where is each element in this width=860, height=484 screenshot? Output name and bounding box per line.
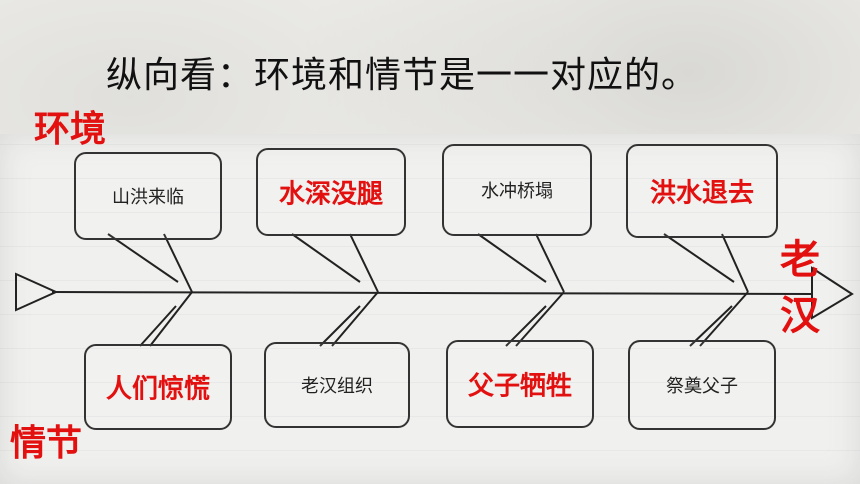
- bone-bottom-1: [139, 291, 193, 347]
- bone-top-1: [107, 233, 193, 293]
- environment-box-3: 水冲桥塌: [442, 144, 592, 236]
- environment-box-text: 山洪来临: [112, 187, 184, 208]
- bone-bottom-2: [319, 291, 379, 347]
- bone-bottom-4: [689, 291, 749, 347]
- environment-box-text: 洪水退去: [649, 178, 754, 209]
- plot-box-text: 父子牺牲: [467, 371, 572, 402]
- spine-tail-arrow: [15, 272, 59, 312]
- environment-box-2: 水深没腿: [256, 148, 406, 236]
- paper-texture: [0, 134, 860, 484]
- environment-box-text: 水冲桥塌: [481, 181, 553, 202]
- plot-box-4: 祭奠父子: [628, 340, 776, 430]
- plot-box-text: 祭奠父子: [666, 376, 738, 397]
- plot-label: 情节: [10, 423, 83, 464]
- protagonist-label: 老汉: [780, 237, 820, 339]
- plot-box-text: 老汉组织: [301, 376, 373, 397]
- bone-top-2: [291, 233, 379, 293]
- plot-box-text: 人们惊慌: [105, 374, 210, 405]
- environment-label: 环境: [34, 109, 107, 150]
- fishbone-diagram: [15, 233, 854, 347]
- bone-bottom-3: [505, 291, 565, 347]
- plot-box-1: 人们惊慌: [84, 344, 232, 430]
- slide-headline: 纵向看：环境和情节是一一对应的。: [106, 55, 699, 96]
- environment-box-1: 山洪来临: [74, 152, 222, 240]
- plot-box-2: 老汉组织: [264, 342, 410, 428]
- bone-top-3: [477, 233, 565, 293]
- plot-box-3: 父子牺牲: [446, 340, 594, 428]
- worksheet-photo: [0, 134, 860, 484]
- bone-top-4: [663, 233, 749, 293]
- spine-head-arrow: [811, 266, 854, 320]
- environment-box-4: 洪水退去: [626, 144, 778, 238]
- main-spine: [51, 291, 813, 295]
- environment-box-text: 水深没腿: [278, 179, 383, 210]
